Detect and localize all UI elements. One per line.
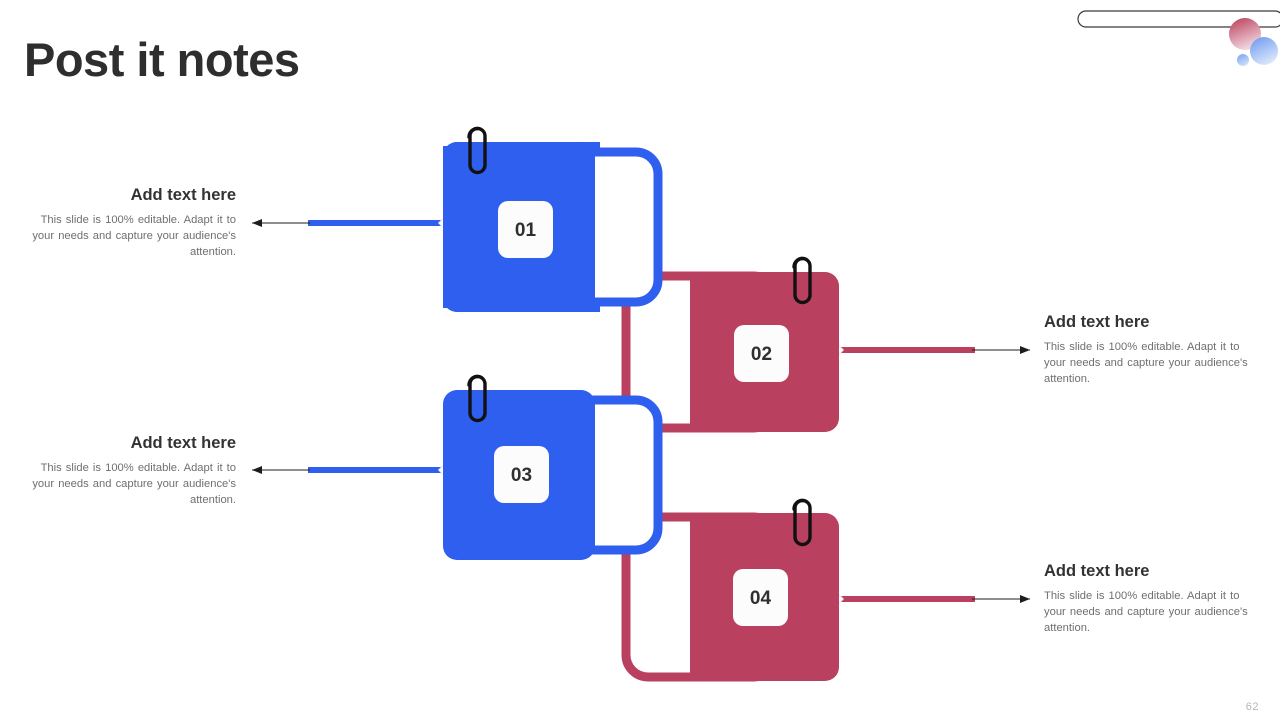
page-title: Post it notes <box>24 33 300 86</box>
note-04-body-text: This slide is 100% editable. Adapt it to… <box>1044 589 1248 635</box>
note-04-heading: Add text here <box>1044 562 1150 580</box>
note-03-number-badge: 03 <box>494 446 549 503</box>
note-01-number-badge: 01 <box>498 201 553 258</box>
note-02-paperclip-icon <box>792 256 812 305</box>
connector-03 <box>252 460 457 480</box>
note-03-heading: Add text here <box>130 434 236 452</box>
note-card-03[interactable] <box>443 390 663 560</box>
page-number: 62 <box>1245 701 1259 713</box>
note-01-heading: Add text here <box>130 186 236 204</box>
note-02-heading: Add text here <box>1044 313 1150 331</box>
note-04-text-block: Add text here This slide is 100% editabl… <box>1044 562 1260 637</box>
note-02-text-block: Add text here This slide is 100% editabl… <box>1044 313 1260 388</box>
note-03-body-text: This slide is 100% editable. Adapt it to… <box>32 461 236 507</box>
note-02-number: 02 <box>751 344 772 365</box>
connector-01 <box>252 213 457 233</box>
note-02-body-text: This slide is 100% editable. Adapt it to… <box>1044 340 1248 386</box>
note-card-04[interactable] <box>621 512 839 682</box>
note-04-number-badge: 04 <box>733 569 788 626</box>
note-03-text-block: Add text here This slide is 100% editabl… <box>24 434 236 509</box>
note-01-text-block: Add text here This slide is 100% editabl… <box>24 186 236 261</box>
connector-02 <box>825 340 1030 360</box>
note-04-number: 04 <box>750 588 772 609</box>
note-03-paperclip-icon <box>467 374 487 423</box>
note-03-number: 03 <box>511 465 532 486</box>
note-01-body-text: This slide is 100% editable. Adapt it to… <box>32 213 236 259</box>
note-01-paperclip-icon <box>467 126 487 175</box>
note-01-number: 01 <box>515 220 537 241</box>
note-card-02[interactable] <box>621 271 839 433</box>
connector-04 <box>825 589 1030 609</box>
note-04-paperclip-icon <box>792 498 812 547</box>
note-02-number-badge: 02 <box>734 325 789 382</box>
